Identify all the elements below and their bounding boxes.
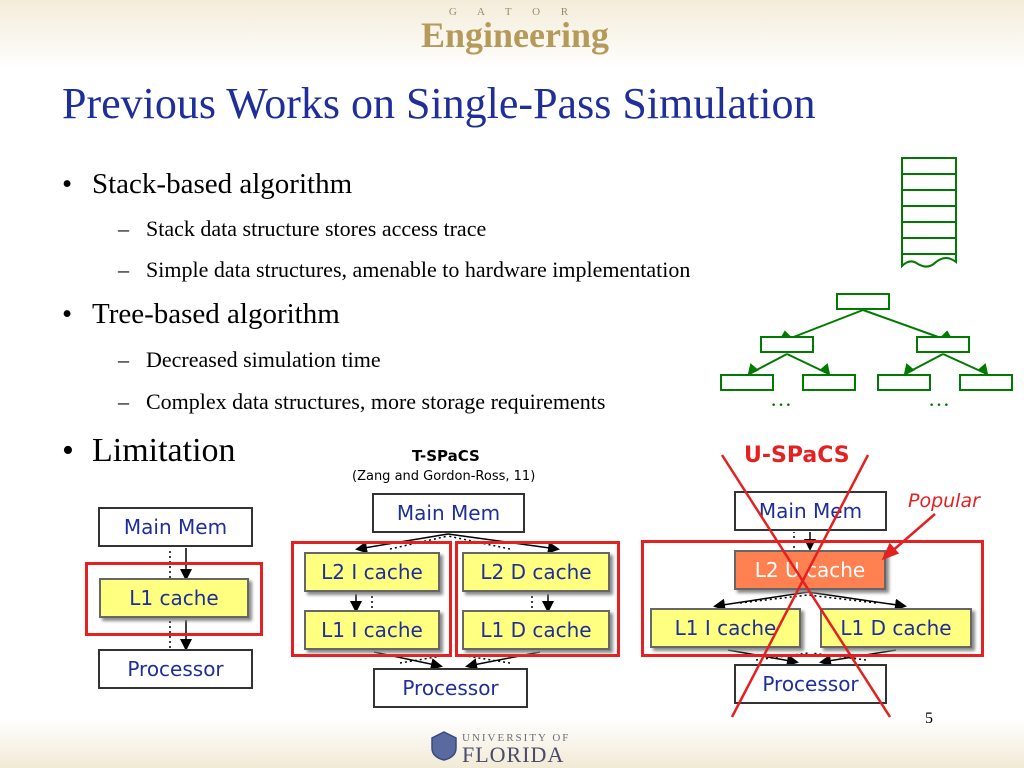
engineering-logo: Engineering	[420, 15, 609, 55]
processor-box: Processor	[373, 668, 528, 708]
stack-shape	[901, 157, 957, 269]
sub-bullet-text: Complex data structures, more storage re…	[146, 389, 606, 414]
popular-label: Popular	[908, 490, 980, 512]
l2-i-cache-box: L2 I cache	[304, 552, 440, 592]
l1-d-cache-box: L1 D cache	[462, 610, 610, 650]
tree-node-root	[836, 293, 890, 310]
bullet-text: Tree-based algorithm	[92, 298, 340, 330]
l1-i-cache-box: L1 I cache	[650, 608, 801, 648]
l2-unified-cache-box: L2 U cache	[734, 550, 886, 590]
main-mem-box: Main Mem	[372, 493, 525, 533]
bullet-text: Limitation	[92, 432, 236, 469]
footer-band	[0, 718, 1024, 768]
sub-bullet: –Complex data structures, more storage r…	[118, 389, 605, 415]
bullet-glyph: •	[62, 168, 73, 200]
popular-arrow	[881, 513, 936, 561]
l2-d-cache-box: L2 D cache	[462, 552, 610, 592]
tree-node	[760, 336, 814, 353]
uf-logo-small-text: UNIVERSITY OF	[462, 732, 571, 744]
dash-glyph: –	[118, 347, 129, 372]
highlight-frame-i	[291, 541, 452, 657]
tree-edges	[747, 309, 989, 376]
l1-cache-box: L1 cache	[99, 578, 249, 618]
uf-seal-icon	[431, 731, 457, 761]
sub-bullet-text: Stack data structure stores access trace	[146, 216, 487, 241]
sub-bullet: –Simple data structures, amenable to har…	[118, 257, 690, 283]
main-mem-box: Main Mem	[98, 507, 253, 547]
header-band	[0, 0, 1024, 70]
bullet-stack: • Stack-based algorithm	[62, 168, 352, 201]
l1-d-cache-box: L1 D cache	[820, 608, 972, 648]
highlight-frame	[85, 562, 263, 636]
processor-box: Processor	[98, 649, 253, 689]
uspacs-title: U-SPaCS	[744, 443, 850, 468]
dash-glyph: –	[118, 257, 129, 282]
bullet-limitation: • Limitation	[62, 432, 236, 470]
bullet-text: Stack-based algorithm	[92, 168, 353, 200]
tree-node	[877, 374, 931, 391]
tree-node	[720, 374, 774, 391]
bullet-glyph: •	[62, 432, 74, 469]
dash-glyph: –	[118, 389, 129, 414]
sub-bullet-text: Decreased simulation time	[146, 347, 381, 372]
tree-node	[802, 374, 856, 391]
dash-glyph: –	[118, 216, 129, 241]
sub-bullet-text: Simple data structures, amenable to hard…	[146, 257, 691, 282]
slide-title: Previous Works on Single-Pass Simulation	[62, 79, 816, 128]
uf-logo-big-text: FLORIDA	[462, 742, 565, 767]
tree-ellipsis: …	[770, 386, 792, 411]
tspacs-title: T-SPaCS	[412, 447, 480, 465]
highlight-frame-d	[455, 541, 620, 657]
gator-logo-small: G A T O R	[448, 6, 578, 18]
bullet-tree: • Tree-based algorithm	[62, 298, 340, 331]
bullet-glyph: •	[62, 298, 73, 330]
sub-bullet: –Stack data structure stores access trac…	[118, 216, 486, 242]
highlight-frame	[641, 540, 984, 657]
tree-node	[916, 336, 970, 353]
main-mem-box: Main Mem	[734, 491, 887, 531]
tspacs-citation: (Zang and Gordon-Ross, 11)	[352, 469, 536, 484]
tree-ellipsis: …	[928, 386, 950, 411]
tree-node	[959, 374, 1013, 391]
sub-bullet: –Decreased simulation time	[118, 347, 381, 373]
page-number: 5	[925, 710, 933, 727]
l1-i-cache-box: L1 I cache	[304, 610, 440, 650]
cross-out-mark	[720, 454, 892, 718]
